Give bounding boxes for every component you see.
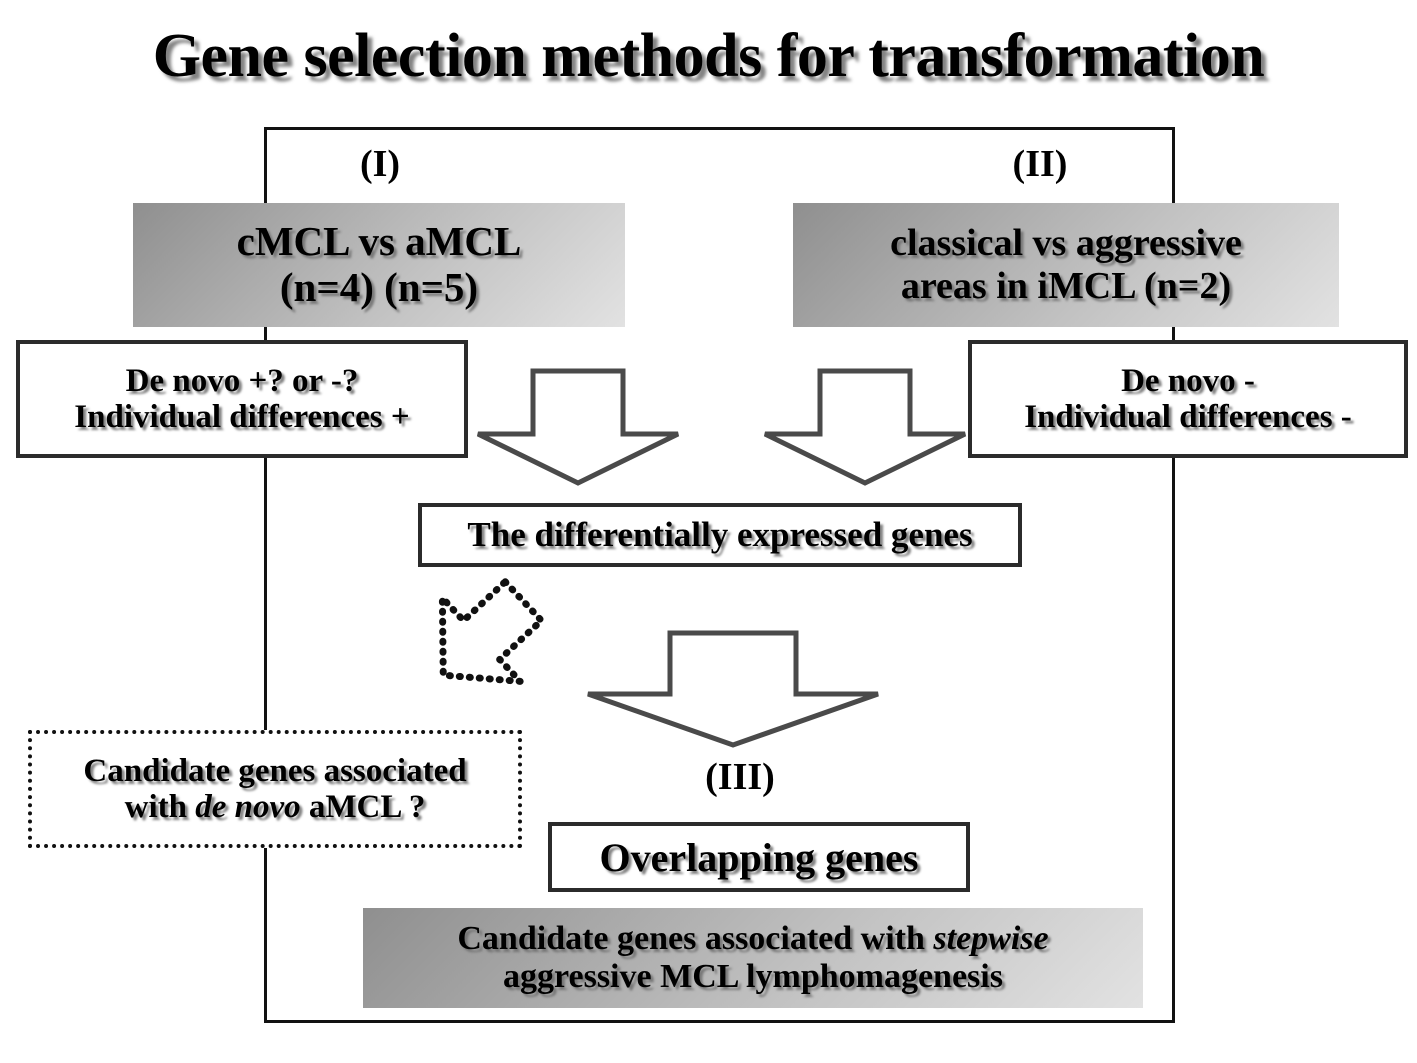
left-notes-line2: Individual differences + — [74, 399, 410, 435]
page-title: Gene selection methods for transformatio… — [152, 22, 1265, 90]
final-line1: Candidate genes associated with stepwise — [457, 920, 1048, 958]
comparison-two-line2: areas in iMCL (n=2) — [900, 265, 1232, 307]
overlapping-genes-label: Overlapping genes — [599, 834, 919, 880]
deg-label: The differentially expressed genes — [467, 515, 973, 554]
deg-box: The differentially expressed genes — [418, 503, 1022, 567]
left-notes-box: De novo +? or -? Individual differences … — [16, 340, 468, 458]
right-notes-box: De novo - Individual differences - — [968, 340, 1408, 458]
comparison-one-line1: cMCL vs aMCL — [236, 218, 522, 265]
candidate-de-novo-line2: with de novo aMCL ? — [83, 789, 466, 825]
marker-three: (III) — [705, 756, 775, 798]
final-line1-italic: stepwise — [933, 919, 1049, 957]
left-notes-line1: De novo +? or -? — [125, 362, 359, 399]
candidate-de-novo-line2-pre: with — [124, 789, 196, 825]
outer-frame — [264, 127, 1175, 1023]
overlapping-genes-box: Overlapping genes — [548, 822, 970, 892]
candidate-de-novo-line2-italic: de novo — [195, 789, 301, 825]
comparison-box-two: classical vs aggressive areas in iMCL (n… — [793, 203, 1339, 327]
right-notes-line1: De novo - — [1121, 362, 1255, 399]
marker-two: (II) — [1012, 143, 1068, 185]
marker-one: (I) — [359, 143, 401, 185]
candidate-de-novo-line1: Candidate genes associated — [83, 752, 467, 789]
comparison-one-line2: (n=4) (n=5) — [279, 264, 479, 310]
right-notes-line2: Individual differences - — [1024, 399, 1352, 435]
final-conclusion-box: Candidate genes associated with stepwise… — [363, 908, 1143, 1008]
comparison-box-one: cMCL vs aMCL (n=4) (n=5) — [133, 203, 625, 327]
final-line2: aggressive MCL lymphomagenesis — [503, 958, 1003, 995]
comparison-two-line1: classical vs aggressive — [890, 222, 1242, 265]
candidate-de-novo-box: Candidate genes associated with de novo … — [28, 730, 522, 848]
final-line1-pre: Candidate genes associated with — [457, 919, 934, 957]
candidate-de-novo-line2-post: aMCL ? — [300, 789, 426, 825]
